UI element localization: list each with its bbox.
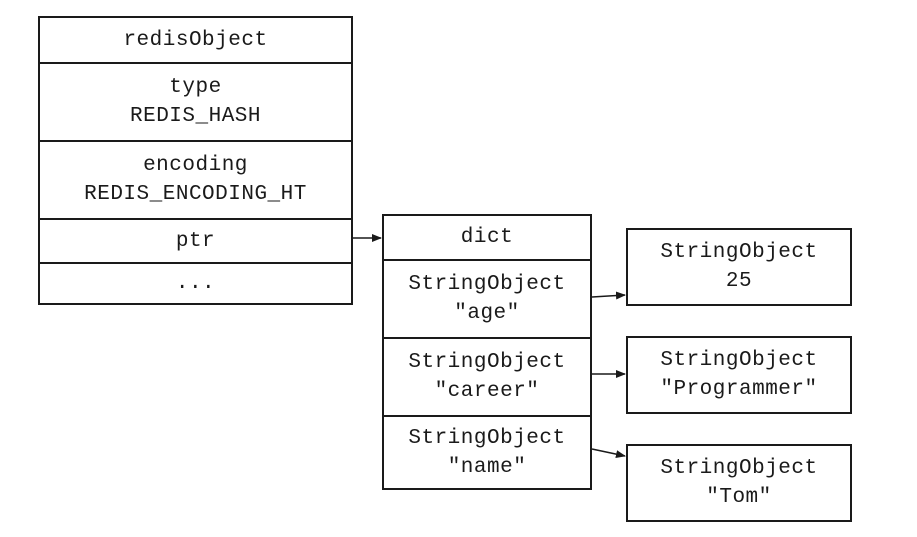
ptr-label: ptr xyxy=(175,229,216,253)
dict-entry-name: StringObject "name" xyxy=(384,417,590,488)
encoding-value: REDIS_ENCODING_HT xyxy=(84,183,307,206)
type-label: type xyxy=(169,76,222,99)
value-text: "Programmer" xyxy=(660,378,818,401)
value-box-career: StringObject "Programmer" xyxy=(626,336,852,414)
type-value: REDIS_HASH xyxy=(129,105,262,128)
redis-object-type-field: type REDIS_HASH xyxy=(40,64,351,142)
name-to-value-arrow xyxy=(591,448,626,459)
value-type: StringObject xyxy=(660,241,818,264)
value-type: StringObject xyxy=(660,457,818,480)
more-label: ... xyxy=(175,272,216,295)
redis-object-ptr-field: ptr xyxy=(40,220,351,264)
dict-entry-key: "age" xyxy=(454,302,520,325)
dict-entry-key: "name" xyxy=(447,455,527,479)
redis-object-encoding-field: encoding REDIS_ENCODING_HT xyxy=(40,142,351,220)
dict-entry-type: StringObject xyxy=(408,273,566,296)
dict-header: dict xyxy=(384,216,590,261)
value-type: StringObject xyxy=(660,349,818,372)
redis-object-title: redisObject xyxy=(123,28,268,52)
dict-entry-career: StringObject "career" xyxy=(384,339,590,417)
redis-object-more-field: ... xyxy=(40,264,351,303)
age-to-value-arrow xyxy=(591,291,626,300)
redis-object-box: redisObject type REDIS_HASH encoding RED… xyxy=(38,16,353,305)
dict-entry-age: StringObject "age" xyxy=(384,261,590,339)
value-text: "Tom" xyxy=(706,486,772,509)
dict-title: dict xyxy=(460,226,514,249)
dict-entry-type: StringObject xyxy=(408,426,566,450)
redis-object-header: redisObject xyxy=(40,18,351,64)
encoding-label: encoding xyxy=(143,154,248,177)
value-box-age: StringObject 25 xyxy=(626,228,852,306)
dict-entry-key: "career" xyxy=(434,380,540,403)
dict-box: dict StringObject "age" StringObject "ca… xyxy=(382,214,592,490)
dict-entry-type: StringObject xyxy=(408,351,566,374)
value-box-name: StringObject "Tom" xyxy=(626,444,852,522)
value-text: 25 xyxy=(725,270,753,293)
